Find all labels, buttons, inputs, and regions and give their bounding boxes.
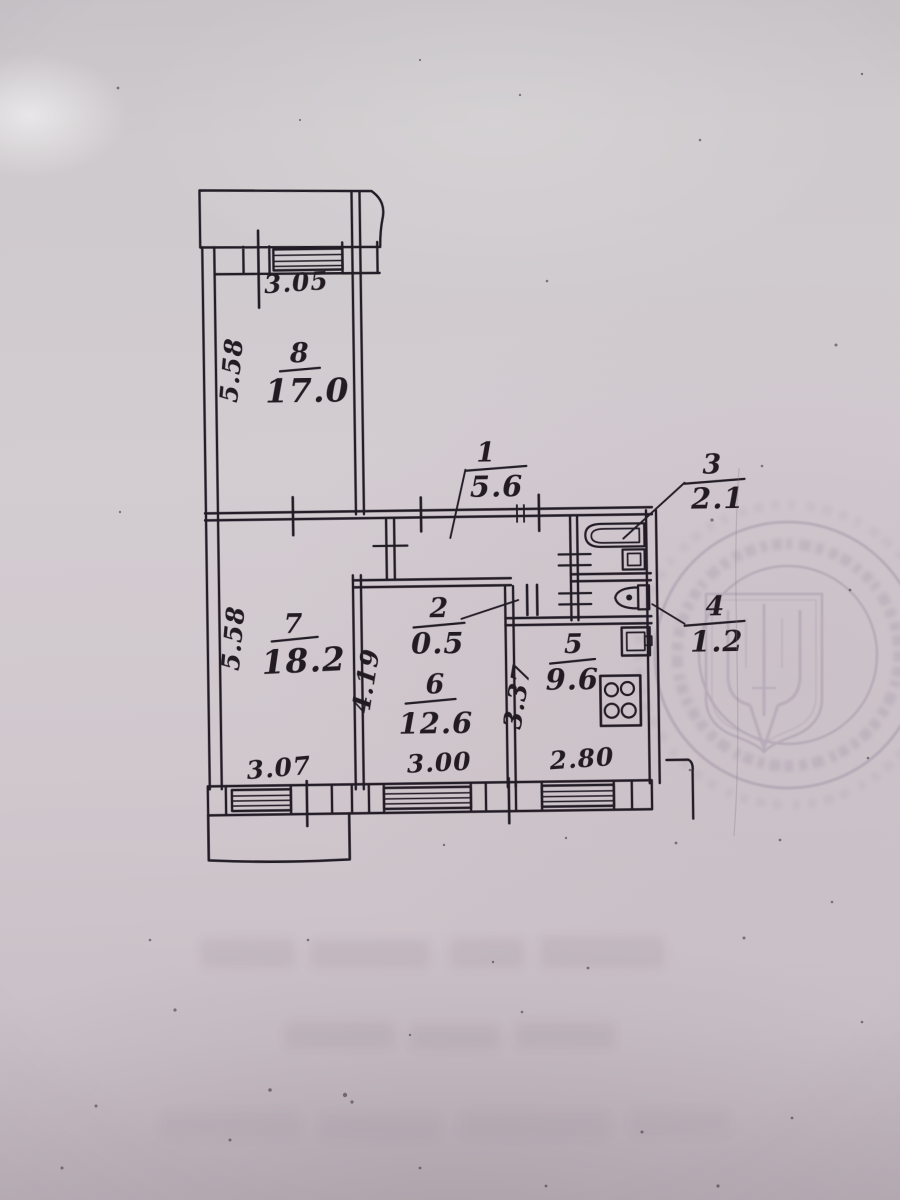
room6-bottom-window-hatch	[383, 791, 472, 805]
seal-outer-ring	[653, 520, 900, 790]
room7-bottom-window-hatch	[231, 794, 292, 807]
bath-wc-divider-wall	[569, 572, 653, 583]
room1-area-label: 5.6	[470, 469, 524, 504]
stove-burner	[603, 682, 620, 698]
ghost-text-bleedthrough	[160, 936, 730, 1140]
corridor-room7-wall	[384, 517, 397, 581]
opening-ticks-vertical	[256, 229, 541, 828]
room3-number-label: 3	[702, 449, 722, 480]
room2-area-label: 0.5	[411, 626, 465, 661]
room8-window-band	[199, 240, 382, 276]
room6-bottom-window-icon	[382, 785, 473, 811]
fraction-bars	[270, 366, 746, 705]
room6-number-label: 6	[425, 669, 445, 700]
balcony-top-outline	[198, 189, 385, 249]
room1-number-label: 1	[476, 437, 496, 468]
dim-room8-height: 5.58	[214, 337, 249, 404]
room6-kitchen-wall	[503, 584, 518, 789]
room5-number-label: 5	[564, 629, 584, 660]
washbasin-icon	[621, 548, 646, 571]
dim-room8-width: 3.05	[263, 266, 330, 299]
room7-bottom-window-icon	[230, 788, 293, 813]
washbasin-inner	[626, 552, 642, 567]
room2-number-label: 2	[428, 593, 449, 624]
room8-right-wall	[350, 191, 366, 516]
stove-burner	[620, 702, 637, 719]
middle-horizontal-wall	[203, 505, 654, 522]
entry-jamb-marks	[515, 504, 526, 523]
dim-room6-height: 4.19	[346, 646, 385, 715]
room5-area-label: 9.6	[545, 662, 599, 697]
room8-window-icon	[272, 247, 344, 272]
room6-top-wall	[351, 576, 513, 589]
room8-area-label: 17.0	[265, 370, 350, 410]
stove-icon	[598, 674, 643, 728]
seal-ring-text-illegible	[671, 538, 900, 772]
dim-room7-height: 5.58	[216, 605, 251, 672]
room8-window-hatch	[272, 253, 344, 268]
paper-crease	[733, 467, 740, 837]
seal-inner-ring	[697, 564, 879, 746]
dim-room6-width: 3.00	[406, 747, 472, 779]
kitchen-bottom-window-hatch	[541, 789, 615, 803]
room1-leader-line	[449, 468, 467, 539]
bathtub-inner-line	[590, 527, 641, 544]
building-edge-hook	[665, 758, 695, 820]
room7-number-label: 7	[283, 609, 303, 640]
toilet-drain-dot	[626, 594, 633, 601]
left-outer-wall	[201, 246, 224, 791]
bathtub-icon	[584, 522, 646, 548]
bottom-balcony-outline	[206, 812, 352, 864]
kitchen-bottom-window-icon	[540, 783, 616, 808]
stove-burner	[603, 702, 620, 719]
right-outer-wall	[644, 508, 661, 785]
room8-number-label: 8	[289, 338, 310, 369]
room4-leader-line	[651, 603, 686, 625]
paper-speckles	[60, 58, 870, 1188]
room4-number-label: 4	[705, 591, 725, 622]
dim-room5-height: 3.37	[498, 662, 537, 731]
room2-leader-line	[460, 599, 520, 620]
room3-leader-line	[622, 481, 686, 540]
room6-area-label: 12.6	[398, 706, 473, 741]
room3-area-label: 2.1	[690, 481, 745, 516]
toilet-icon	[614, 586, 640, 610]
dim-room5-width: 2.80	[548, 742, 616, 775]
kitchen-sink-icon	[620, 626, 652, 657]
room7-area-label: 18.2	[261, 639, 347, 682]
kitchen-sink-tap	[643, 635, 653, 647]
room4-area-label: 1.2	[690, 624, 744, 659]
stove-burner	[619, 680, 636, 697]
door-ticks-horizontal	[372, 544, 593, 606]
dim-room7-width: 3.07	[245, 751, 312, 785]
trident-icon	[726, 604, 802, 753]
bathroom-left-wall	[568, 515, 580, 622]
room7-room6-wall	[351, 574, 366, 791]
